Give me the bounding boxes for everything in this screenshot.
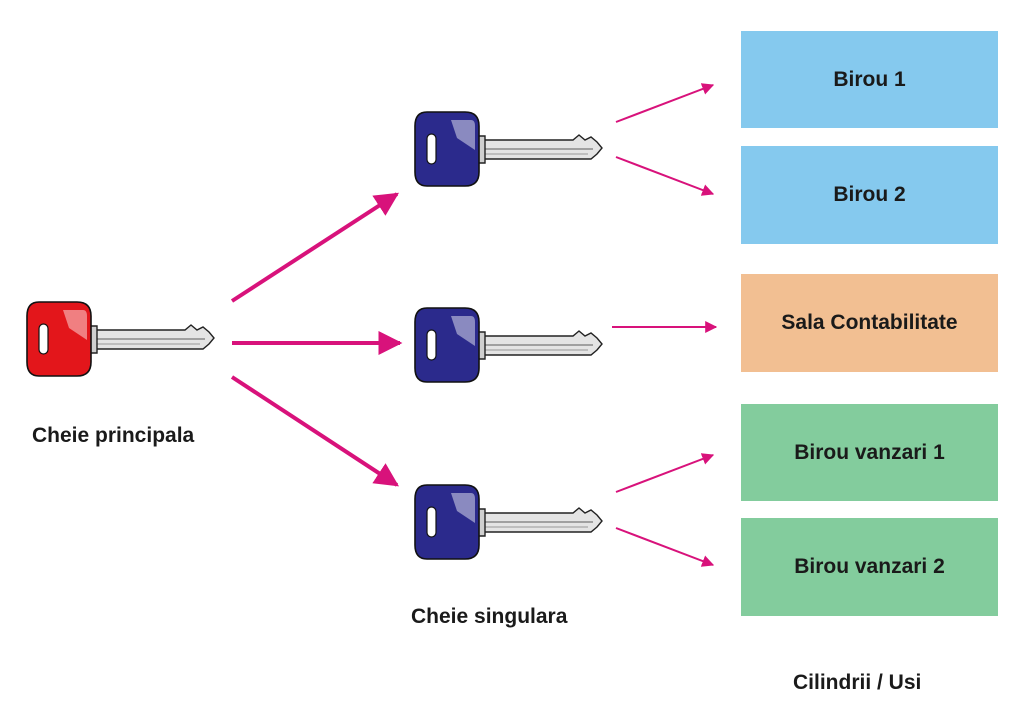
single-key-icon-3 <box>414 484 603 560</box>
door-label: Birou vanzari 2 <box>794 555 945 578</box>
door-box-birou-2: Birou 2 <box>741 146 998 244</box>
single-key-icon-2 <box>414 307 603 383</box>
door-label: Birou 2 <box>833 183 906 206</box>
master-key-label: Cheie principala <box>32 424 195 447</box>
doors-label: Cilindrii / Usi <box>793 671 922 694</box>
door-label: Sala Contabilitate <box>781 311 958 334</box>
door-box-birou-1: Birou 1 <box>741 31 998 128</box>
door-box-birou-vanzari-1: Birou vanzari 1 <box>741 404 998 501</box>
door-box-birou-vanzari-2: Birou vanzari 2 <box>741 518 998 616</box>
door-label: Birou vanzari 1 <box>794 440 945 464</box>
arrow-key-3-to-vanzari-1 <box>615 453 715 493</box>
arrow-key-3-to-vanzari-2 <box>615 527 715 567</box>
door-arrows <box>612 83 718 567</box>
door-box-sala-contabilitate: Sala Contabilitate <box>741 274 998 372</box>
arrow-master-to-key-3 <box>230 375 400 487</box>
arrow-master-to-key-1 <box>230 192 400 303</box>
single-key-label: Cheie singulara <box>411 605 568 628</box>
arrow-key-1-to-birou-1 <box>615 83 715 123</box>
master-key-icon <box>26 301 215 377</box>
master-arrows <box>230 192 403 487</box>
single-key-icon-1 <box>414 111 603 187</box>
arrow-key-1-to-birou-2 <box>615 156 715 196</box>
door-label: Birou 1 <box>833 67 906 91</box>
